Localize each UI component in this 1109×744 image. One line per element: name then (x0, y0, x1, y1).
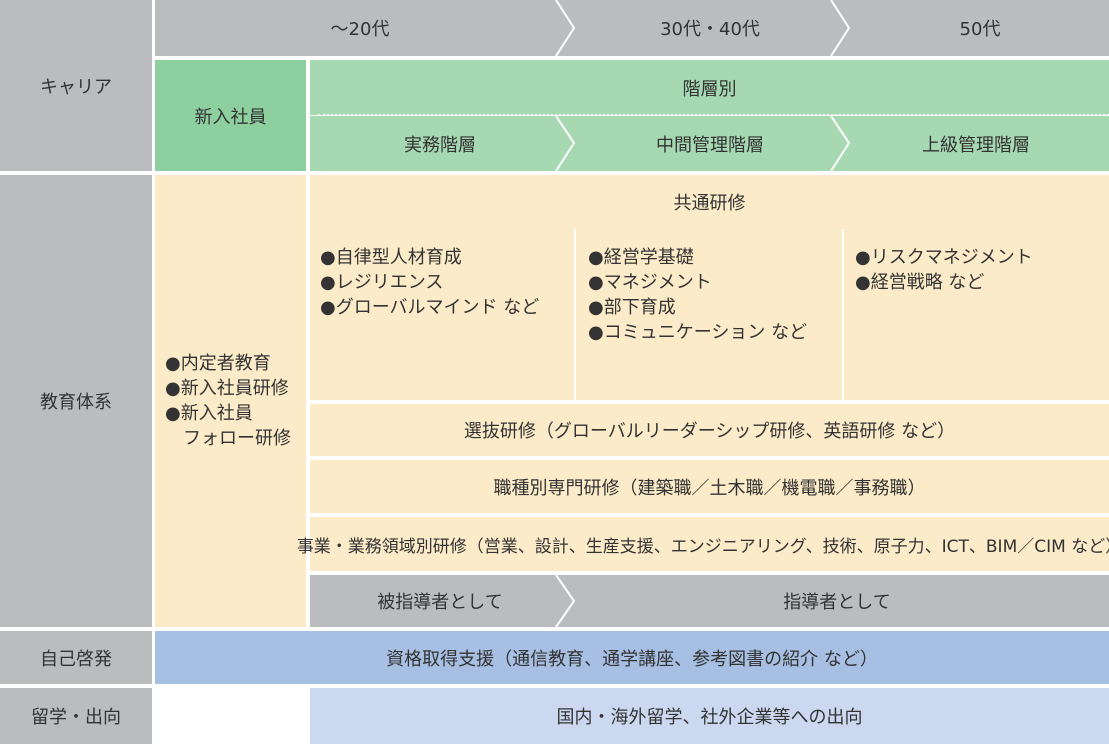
hierarchy-title-cell: 階層別 (310, 60, 1109, 115)
mentoring-mentee: 被指導者として (377, 592, 503, 613)
common-training-col-3: ●リスクマネジメント ●経営戦略 など (844, 229, 1109, 400)
list-item: ●自律型人材育成 (320, 247, 462, 268)
category-self-development-label: 自己啓発 (40, 648, 112, 670)
level-practical: 実務階層 (404, 134, 476, 156)
category-education-label: 教育体系 (40, 392, 112, 413)
category-self-development: 自己啓発 (0, 631, 152, 684)
business-domain-training-cell: 事業・業務領域別研修（営業、設計、生産支援、エンジニアリング、技術、原子力、IC… (297, 517, 1109, 571)
hierarchy-dotted-divider (318, 114, 1109, 116)
common-training-title: 共通研修 (310, 175, 1109, 229)
job-type-training-cell: 職種別専門研修（建築職／土木職／機電職／事務職） (310, 460, 1109, 513)
common-training-list-3: ●リスクマネジメント ●経営戦略 など (855, 245, 1033, 295)
list-item: ●リスクマネジメント (855, 247, 1033, 268)
age-chevron-2 (830, 0, 851, 57)
age-band-20s: 〜20代 (330, 19, 390, 40)
category-education: 教育体系 (0, 175, 152, 627)
new-employee-cell: 新入社員 (155, 60, 306, 171)
selective-training-cell: 選抜研修（グローバルリーダーシップ研修、英語研修 など） (310, 404, 1109, 456)
category-career-label: キャリア (40, 76, 112, 98)
common-training-list-2: ●経営学基礎 ●マネジメント ●部下育成 ●コミュニケーション など (588, 245, 807, 345)
age-band-bar (155, 0, 1109, 56)
mentoring-chevron (555, 574, 576, 628)
category-study-abroad: 留学・出向 (0, 688, 152, 744)
mentoring-mentor: 指導者として (783, 592, 891, 613)
common-training-col-2: ●経営学基礎 ●マネジメント ●部下育成 ●コミュニケーション など (576, 229, 842, 400)
list-item: ●コミュニケーション など (588, 322, 808, 343)
mentoring-bar (310, 575, 1109, 627)
level-middle-management: 中間管理階層 (656, 134, 764, 156)
level-senior-management: 上級管理階層 (922, 134, 1030, 156)
level-chevron-1 (555, 115, 576, 172)
hierarchy-levels-bar (310, 116, 1109, 171)
list-item: ●新入社員 (165, 403, 253, 424)
common-training-list-1: ●自律型人材育成 ●レジリエンス ●グローバルマインド など (320, 245, 539, 320)
qualification-support-cell: 資格取得支援（通信教育、通学講座、参考図書の紹介 など） (155, 631, 1109, 684)
level-chevron-2 (830, 115, 851, 172)
new-hire-training-list: ●内定者教育 ●新入社員研修 ●新入社員 フォロー研修 (165, 351, 291, 451)
list-item: ●マネジメント (588, 272, 712, 293)
list-item: ●レジリエンス (320, 272, 444, 293)
secondment-cell: 国内・海外留学、社外企業等への出向 (310, 688, 1109, 744)
age-band-30s-40s: 30代・40代 (660, 19, 760, 40)
list-item: ●部下育成 (588, 297, 676, 318)
category-career: キャリア (0, 0, 152, 171)
common-training-col-1: ●自律型人材育成 ●レジリエンス ●グローバルマインド など (310, 229, 574, 400)
category-study-abroad-label: 留学・出向 (31, 707, 121, 728)
age-chevron-1 (555, 0, 576, 57)
list-item: フォロー研修 (165, 428, 291, 449)
list-item: ●グローバルマインド など (320, 297, 540, 318)
new-hire-training-cell: ●内定者教育 ●新入社員研修 ●新入社員 フォロー研修 (155, 175, 306, 627)
age-band-50s: 50代 (959, 19, 1001, 40)
list-item: ●内定者教育 (165, 353, 271, 374)
list-item: ●新入社員研修 (165, 378, 289, 399)
list-item: ●経営学基礎 (588, 247, 694, 268)
list-item: ●経営戦略 など (855, 272, 985, 293)
